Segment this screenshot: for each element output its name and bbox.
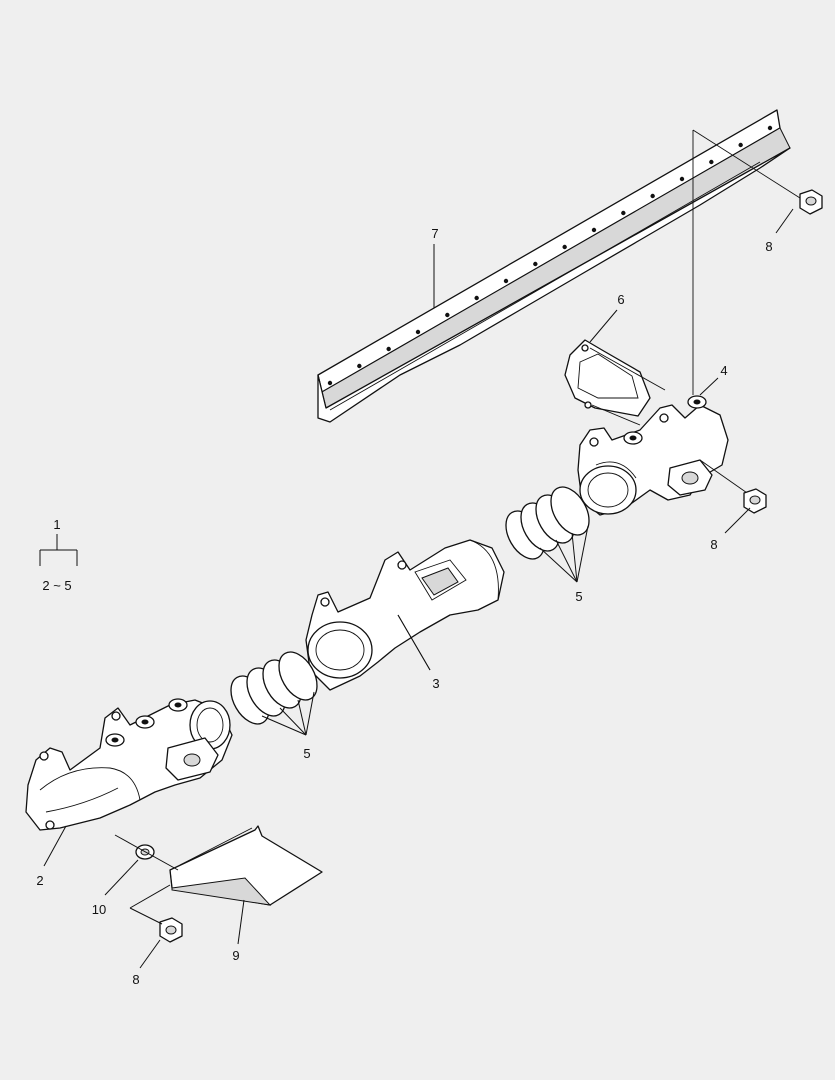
heat-shield-plate	[169, 825, 323, 906]
rail-hole	[738, 142, 743, 148]
exhaust-manifold-front	[25, 698, 233, 831]
rail-hole	[503, 278, 509, 284]
flange-nut-top	[799, 189, 823, 215]
heat-shield-rail	[317, 109, 791, 423]
label-8-top: 8	[765, 239, 772, 254]
label-9: 9	[232, 948, 239, 963]
rail-hole	[650, 193, 655, 199]
label-7: 7	[431, 226, 438, 241]
rail-hole	[562, 244, 567, 250]
label-1: 1	[53, 517, 60, 532]
exhaust-manifold-rear	[577, 395, 751, 516]
gasket	[564, 339, 666, 426]
label-5-left: 5	[303, 746, 310, 761]
rail-hole	[415, 329, 421, 335]
rail-hole	[357, 363, 362, 369]
rail-hole	[445, 312, 450, 318]
rail-hole	[679, 176, 685, 182]
rail-hole	[709, 159, 714, 165]
flange-nut-bottom	[159, 917, 183, 943]
rail-hole	[533, 261, 538, 267]
exhaust-manifold-center	[305, 539, 505, 691]
seal-rings-right	[505, 486, 590, 560]
label-6: 6	[617, 292, 624, 307]
label-2: 2	[36, 873, 43, 888]
rail-hole	[621, 210, 626, 216]
rail-hole	[474, 295, 479, 301]
label-3: 3	[432, 676, 439, 691]
rail-hole	[327, 380, 333, 386]
label-2-5: 2 ~ 5	[42, 578, 71, 593]
seal-rings-left	[230, 651, 318, 725]
label-4: 4	[720, 363, 727, 378]
flange-nut-right	[743, 488, 767, 514]
rail-hole	[386, 346, 391, 352]
label-8-bottom: 8	[132, 972, 139, 987]
label-10: 10	[92, 902, 106, 917]
rail-hole	[767, 125, 773, 131]
nut-axis-line-top	[692, 129, 801, 199]
rail-hole	[591, 227, 597, 233]
label-8-right: 8	[710, 537, 717, 552]
label-5-right: 5	[575, 589, 582, 604]
leader-lines	[39, 208, 794, 969]
